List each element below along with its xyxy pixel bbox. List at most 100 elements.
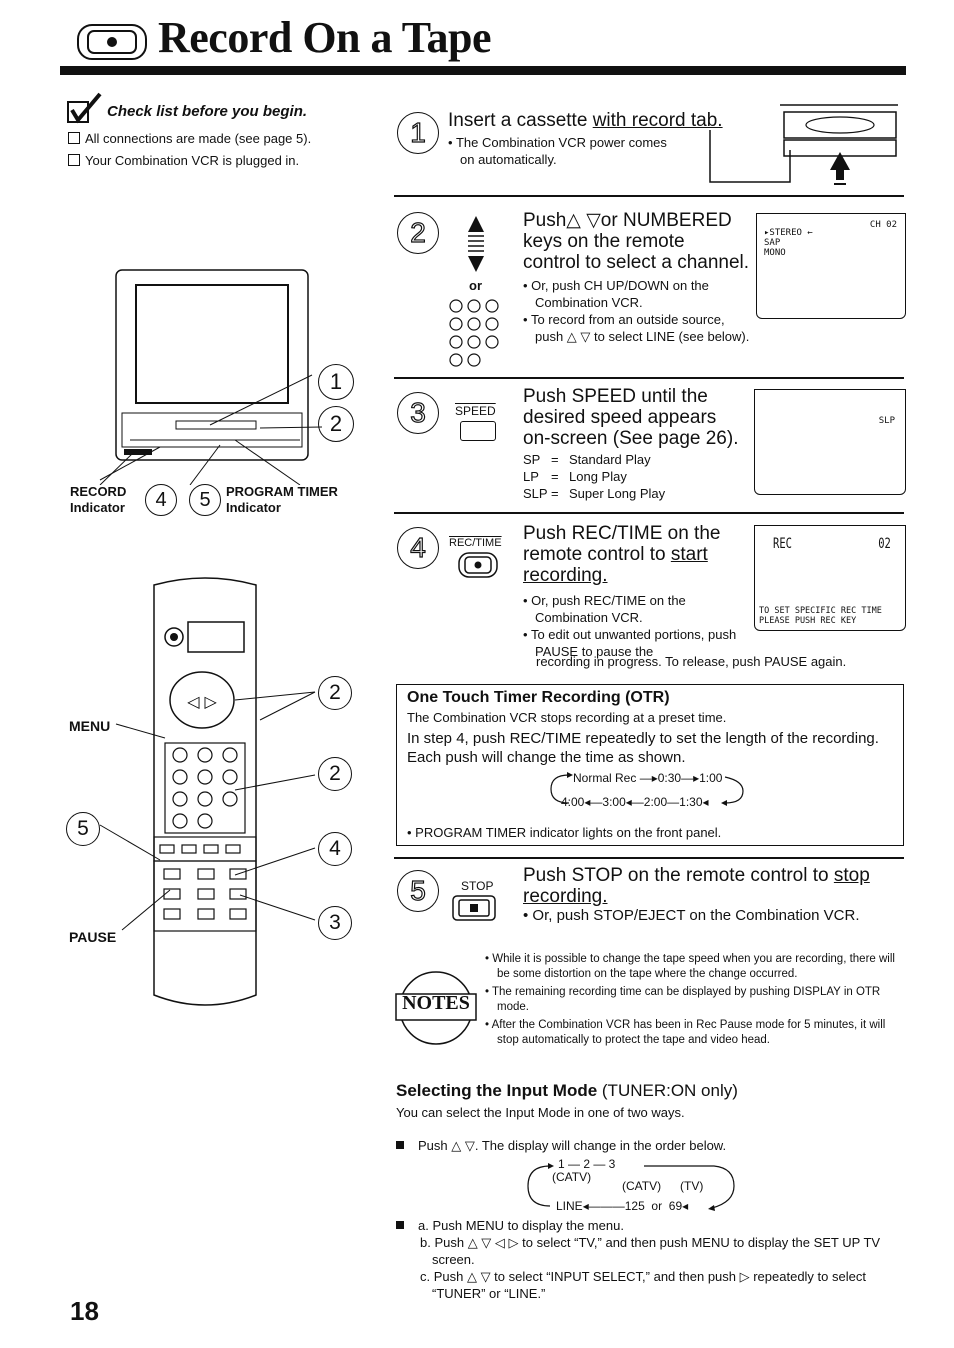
page-title: Record On a Tape [158, 13, 492, 62]
speed-table: SP=Standard Play LP=Long Play SLP=Super … [523, 451, 665, 502]
input-method-1: Push △ ▽. The display will change in the… [396, 1137, 726, 1154]
bullet-square-icon [396, 1221, 404, 1229]
divider [394, 377, 904, 379]
step-5-number: 5 [397, 870, 439, 912]
remote-callout-2a: 2 [318, 676, 352, 710]
notes-list: While it is possible to change the tape … [485, 952, 900, 1048]
pause-label: PAUSE [69, 929, 117, 945]
note-item: After the Combination VCR has been in Re… [485, 1018, 900, 1048]
speed-key-label: SPEED [455, 404, 496, 418]
channel-display: CH 02 [869, 220, 897, 230]
callout-4: 4 [145, 484, 177, 516]
callout-5: 5 [189, 484, 221, 516]
menu-label: MENU [69, 718, 111, 734]
step-1-bullet: The Combination VCR power comes on autom… [448, 134, 673, 168]
page-number: 18 [70, 1296, 99, 1326]
title-rule [60, 66, 906, 75]
otr-cycle-bottom: 4:00◂—3:00◂—2:00—1:30◂ [561, 795, 709, 809]
checkbox-icon [68, 154, 80, 166]
stop-button-icon [452, 895, 496, 921]
remote-callout-5: 5 [66, 812, 100, 846]
step-2-number: 2 [397, 212, 439, 254]
input-cycle-top: 1 — 2 — 3 [558, 1157, 616, 1171]
otr-paragraph: In step 4, push REC/TIME repeatedly to s… [407, 730, 879, 766]
rec-display: REC [773, 536, 792, 552]
rec-channel: 02 [878, 536, 891, 552]
input-mode-intro: You can select the Input Mode in one of … [396, 1105, 685, 1120]
speed-display: SLP [878, 416, 895, 426]
step-2-bullet: To record from an outside source, push △… [523, 311, 755, 345]
rectime-key-label: REC/TIME [449, 537, 502, 549]
checklist-item: Your Combination VCR is plugged in. [68, 152, 368, 169]
checklist-title: Check list before you begin. [107, 103, 308, 120]
stop-key-label: STOP [461, 879, 494, 893]
speed-row: LP=Long Play [523, 469, 627, 484]
numbered-keys-icon [449, 299, 499, 367]
bullet-square-icon [396, 1141, 404, 1149]
step-1-bullets: The Combination VCR power comes on autom… [448, 134, 673, 168]
checklist: All connections are made (see page 5). Y… [68, 130, 368, 169]
cassette-insert-illustration [709, 104, 898, 185]
input-cycle-catv1: (CATV) [552, 1170, 592, 1184]
callout-1: 1 [318, 364, 354, 400]
tv-illustration [99, 269, 323, 485]
notes-label: NOTES [402, 992, 470, 1014]
divider [394, 857, 904, 859]
input-cycle-tv: (TV) [680, 1179, 704, 1193]
record-button-icon [77, 24, 147, 60]
otr-title: One Touch Timer Recording (OTR) [407, 689, 670, 706]
divider [394, 512, 904, 514]
step-5-heading: Push STOP on the remote control to stop … [523, 865, 870, 907]
checkmark-icon [67, 92, 102, 124]
step-4-bullet: To edit out unwanted portions, push PAUS… [523, 626, 738, 660]
step-4-bullets: Or, push REC/TIME on the Combination VCR… [523, 592, 738, 660]
input-cycle-bottom: LINE◂———125 or 69◂ [556, 1199, 689, 1213]
speed-button-icon [460, 421, 496, 441]
step-4-number: 4 [397, 527, 439, 569]
input-method-2: a. Push MENU to display the menu. b. Pus… [396, 1217, 896, 1302]
step-3-screen: SLP [754, 389, 906, 495]
note-item: The remaining recording time can be disp… [485, 985, 900, 1015]
step-5-bullet: Or, push STOP/EJECT on the Combination V… [523, 907, 859, 924]
divider [394, 195, 904, 197]
or-label: or [469, 278, 482, 293]
rectime-button-icon [458, 552, 498, 578]
otr-cycle-top: Normal Rec —▸0:30—▸1:00 [573, 771, 723, 785]
checklist-item: All connections are made (see page 5). [68, 130, 368, 147]
input-cycle-arrows [527, 1163, 735, 1211]
note-item: While it is possible to change the tape … [485, 952, 900, 982]
notes-icon [395, 971, 477, 1045]
step-1-heading: Insert a cassette with record tab. [448, 110, 723, 131]
step-2-bullets: Or, push CH UP/DOWN on the Combination V… [523, 277, 755, 345]
remote-callout-4: 4 [318, 832, 352, 866]
step-1-number: 1 [397, 112, 439, 154]
step-2-bullet: Or, push CH UP/DOWN on the Combination V… [523, 277, 755, 311]
speed-row: SLP=Super Long Play [523, 486, 666, 501]
otr-note: PROGRAM TIMER indicator lights on the fr… [407, 824, 721, 841]
channel-up-down-icon [468, 216, 484, 272]
otr-box: One Touch Timer Recording (OTR) The Comb… [396, 684, 904, 846]
svg-text:◁ ▷: ◁ ▷ [186, 692, 217, 711]
remote-callout-3: 3 [318, 906, 352, 940]
step-4-bullet: Or, push REC/TIME on the Combination VCR… [523, 592, 738, 626]
otr-line1: The Combination VCR stops recording at a… [407, 710, 727, 725]
step-3-number: 3 [397, 392, 439, 434]
step-4-heading: Push REC/TIME on the remote control to s… [523, 523, 721, 586]
checkbox-icon [68, 132, 80, 144]
remote-callout-2b: 2 [318, 757, 352, 791]
input-cycle-catv2: (CATV) [622, 1179, 662, 1193]
speed-row: SP=Standard Play [523, 452, 651, 467]
step-4-tail: recording in progress. To release, push … [536, 654, 847, 669]
remote-leader-lines [99, 691, 316, 931]
input-mode-title: Selecting the Input Mode (TUNER:ON only) [396, 1081, 738, 1100]
remote-control-illustration: ◁ ▷ [153, 577, 257, 1006]
otr-cycle-arrows [550, 772, 744, 806]
